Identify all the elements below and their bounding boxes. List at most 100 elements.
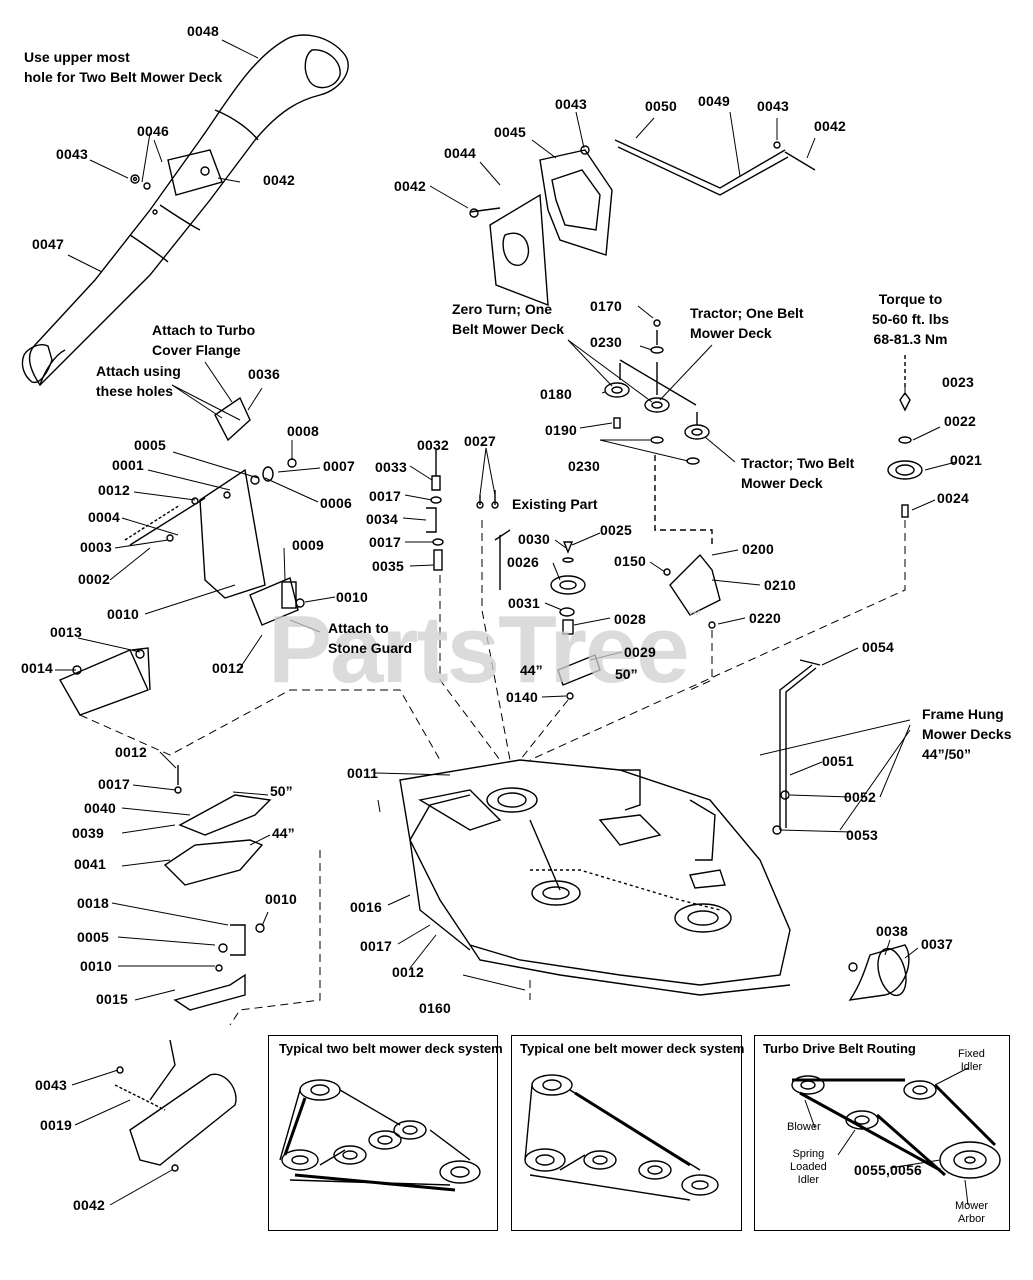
callout-0051: 0051 bbox=[822, 753, 854, 769]
callout-0230: 0230 bbox=[568, 458, 600, 474]
callout-0038: 0038 bbox=[876, 923, 908, 939]
callout-0037: 0037 bbox=[921, 936, 953, 952]
callout-0012: 0012 bbox=[392, 964, 424, 980]
callout-0031: 0031 bbox=[508, 595, 540, 611]
callout-0230: 0230 bbox=[590, 334, 622, 350]
callout-0042: 0042 bbox=[814, 118, 846, 134]
inset-one-belt-title: Typical one belt mower deck system bbox=[520, 1041, 745, 1056]
note-existing-part: Existing Part bbox=[512, 496, 598, 512]
idler-pulley-stack bbox=[604, 319, 713, 545]
callout-0010: 0010 bbox=[80, 958, 112, 974]
idler-bracket bbox=[663, 553, 721, 629]
callout-0010: 0010 bbox=[265, 891, 297, 907]
one-belt-routing-drawing bbox=[524, 1074, 719, 1201]
callout-0032: 0032 bbox=[417, 437, 449, 453]
callout-0012: 0012 bbox=[115, 744, 147, 760]
callout-0042: 0042 bbox=[263, 172, 295, 188]
two-belt-routing-drawing bbox=[279, 1079, 481, 1192]
inset-turbo-title: Turbo Drive Belt Routing bbox=[763, 1041, 916, 1056]
callout-0017: 0017 bbox=[369, 488, 401, 504]
callout-0055-0056: 0055,0056 bbox=[854, 1162, 922, 1178]
callout-0018: 0018 bbox=[77, 895, 109, 911]
callout-0003: 0003 bbox=[80, 539, 112, 555]
assembly-dashed-lines bbox=[79, 520, 906, 1026]
callout-0170: 0170 bbox=[590, 298, 622, 314]
arbor-pulley bbox=[887, 355, 923, 518]
callout-0029: 0029 bbox=[624, 644, 656, 660]
center-hardware-stack bbox=[426, 450, 499, 571]
callout-0042: 0042 bbox=[73, 1197, 105, 1213]
callout-0007: 0007 bbox=[323, 458, 355, 474]
callout-0028: 0028 bbox=[614, 611, 646, 627]
callout-0011: 0011 bbox=[347, 765, 379, 781]
callout-0025: 0025 bbox=[600, 522, 632, 538]
callout-0046: 0046 bbox=[137, 123, 169, 139]
callout-0050: 0050 bbox=[645, 98, 677, 114]
callout-0041: 0041 bbox=[74, 856, 106, 872]
callout-0140: 0140 bbox=[506, 689, 538, 705]
rod-assembly bbox=[614, 139, 816, 196]
callout-0017: 0017 bbox=[360, 938, 392, 954]
label-blower: Blower bbox=[787, 1121, 821, 1133]
callout-0049: 0049 bbox=[698, 93, 730, 109]
callout-0220: 0220 bbox=[749, 610, 781, 626]
callout-0017: 0017 bbox=[369, 534, 401, 550]
callout-0026: 0026 bbox=[507, 554, 539, 570]
callout-0009: 0009 bbox=[292, 537, 324, 553]
callout-0040: 0040 bbox=[84, 800, 116, 816]
callout-0033: 0033 bbox=[375, 459, 407, 475]
stone-guard-bracket bbox=[59, 396, 305, 716]
callout-0014: 0014 bbox=[21, 660, 53, 676]
note-50-top: 50” bbox=[615, 666, 638, 682]
callout-0019: 0019 bbox=[40, 1117, 72, 1133]
turbo-chute-tube bbox=[21, 34, 349, 387]
callout-0043: 0043 bbox=[56, 146, 88, 162]
callout-0045: 0045 bbox=[494, 124, 526, 140]
callout-0044: 0044 bbox=[444, 145, 476, 161]
callout-0048: 0048 bbox=[187, 23, 219, 39]
callout-0150: 0150 bbox=[614, 553, 646, 569]
callout-0053: 0053 bbox=[846, 827, 878, 843]
callout-0036: 0036 bbox=[248, 366, 280, 382]
callout-0035: 0035 bbox=[372, 558, 404, 574]
chute-mount-bracket bbox=[130, 149, 223, 215]
callout-0016: 0016 bbox=[350, 899, 382, 915]
adapter-plates bbox=[469, 145, 613, 307]
callout-0210: 0210 bbox=[764, 577, 796, 593]
callout-0160: 0160 bbox=[419, 1000, 451, 1016]
inset-turbo-routing: Turbo Drive Belt Routing bbox=[754, 1035, 1010, 1231]
callout-0012: 0012 bbox=[212, 660, 244, 676]
frame-hanger-rod bbox=[772, 659, 821, 835]
callout-0190: 0190 bbox=[545, 422, 577, 438]
callout-0017: 0017 bbox=[98, 776, 130, 792]
callout-0024: 0024 bbox=[937, 490, 969, 506]
mower-deck bbox=[399, 759, 791, 996]
callout-0010: 0010 bbox=[336, 589, 368, 605]
note-44-top: 44” bbox=[520, 662, 543, 678]
callout-0034: 0034 bbox=[366, 511, 398, 527]
inset-one-belt: Typical one belt mower deck system bbox=[511, 1035, 745, 1231]
deck-roller bbox=[848, 944, 910, 1001]
callout-0047: 0047 bbox=[32, 236, 64, 252]
callout-0052: 0052 bbox=[844, 789, 876, 805]
callout-0023: 0023 bbox=[942, 374, 974, 390]
callout-0027: 0027 bbox=[464, 433, 496, 449]
turbo-routing-drawing bbox=[791, 1075, 1001, 1179]
callout-0013: 0013 bbox=[50, 624, 82, 640]
callout-0004: 0004 bbox=[88, 509, 120, 525]
callout-0008: 0008 bbox=[287, 423, 319, 439]
note-50-deflector: 50” bbox=[270, 783, 293, 799]
callout-0015: 0015 bbox=[96, 991, 128, 1007]
callout-0042: 0042 bbox=[394, 178, 426, 194]
callout-0043: 0043 bbox=[555, 96, 587, 112]
